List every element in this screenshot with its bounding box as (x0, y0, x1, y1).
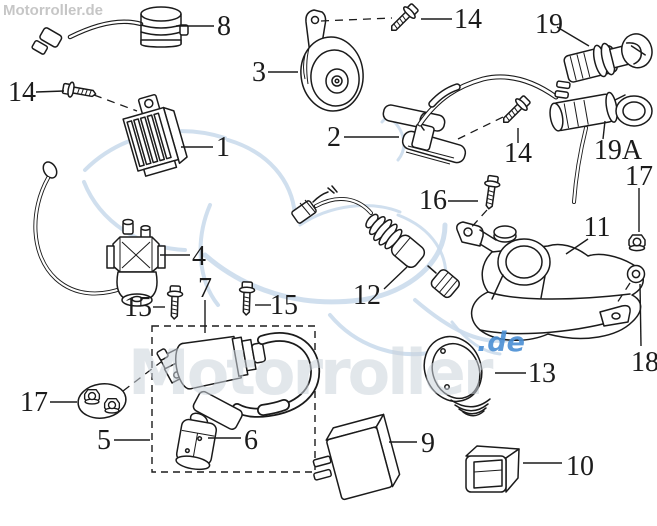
part-label-19a: 19A (594, 135, 643, 166)
part-label-18: 18 (631, 347, 657, 378)
part-17-nut (628, 234, 646, 252)
part-label-19: 19 (535, 9, 563, 40)
part-1-rectifier (122, 93, 188, 177)
part-label-3: 3 (252, 57, 266, 88)
part-8-condenser (31, 6, 189, 55)
part-label-9: 9 (421, 428, 435, 459)
part-16-bolt (480, 174, 502, 211)
part-9-flasher-relay (312, 413, 401, 501)
part-19-ignition-lock (554, 33, 653, 99)
watermark-text: Motorroller .de Motorroller.de (3, 2, 525, 409)
part-label-17r: 17 (625, 161, 653, 192)
part-14-bolt-a (61, 80, 98, 103)
part-15-bolt-a (165, 284, 184, 320)
watermark-de-text: .de (477, 327, 525, 358)
part-label-16: 16 (419, 185, 447, 216)
part-17-nut-set (77, 383, 127, 419)
part-label-12: 12 (353, 280, 381, 311)
part-label-1: 1 (216, 132, 230, 163)
part-label-6: 6 (244, 425, 258, 456)
cable-to-socket (417, 74, 559, 127)
part-12-sensor-cable (291, 185, 460, 299)
part-19a-power-socket (549, 91, 653, 204)
part-3-horn (300, 9, 364, 112)
part-14-bolt-c (497, 92, 534, 129)
part-11-expansion-tank (456, 221, 644, 341)
part-label-2: 2 (327, 122, 341, 153)
part-label-10: 10 (566, 451, 594, 482)
alignment-dashes (93, 17, 631, 392)
part-label-13: 13 (528, 358, 556, 389)
part-label-15b: 15 (270, 290, 298, 321)
part-2-cable-bracket (382, 104, 467, 165)
watermark-corner-text: Motorroller.de (3, 2, 103, 19)
leader-lines (35, 18, 642, 464)
part-label-14c: 14 (504, 138, 532, 169)
part-labels: 8 14 1 3 14 19 2 14 19A 17 16 11 4 12 7 … (8, 4, 657, 482)
part-label-11: 11 (584, 212, 611, 243)
ignition-coil (156, 331, 321, 418)
part-label-8: 8 (217, 11, 231, 42)
part-label-4: 4 (192, 241, 206, 272)
watermark-big-text: Motorroller (128, 336, 494, 409)
part-label-5: 5 (97, 425, 111, 456)
part-label-15a: 15 (124, 292, 152, 323)
part-label-17l: 17 (20, 387, 48, 418)
part-5-ignition-coil-assembly-box (151, 325, 316, 473)
part-label-14b: 14 (454, 4, 482, 35)
part-18-washer (626, 264, 646, 284)
part-13-cap (423, 335, 491, 417)
part-10-rubber-boot (465, 445, 520, 493)
part-label-7: 7 (198, 273, 212, 304)
part-6-spark-plug-cap (175, 390, 243, 471)
part-15-bolt-b (237, 280, 256, 316)
part-label-14a: 14 (8, 77, 36, 108)
part-4-starter-relay (33, 161, 166, 307)
